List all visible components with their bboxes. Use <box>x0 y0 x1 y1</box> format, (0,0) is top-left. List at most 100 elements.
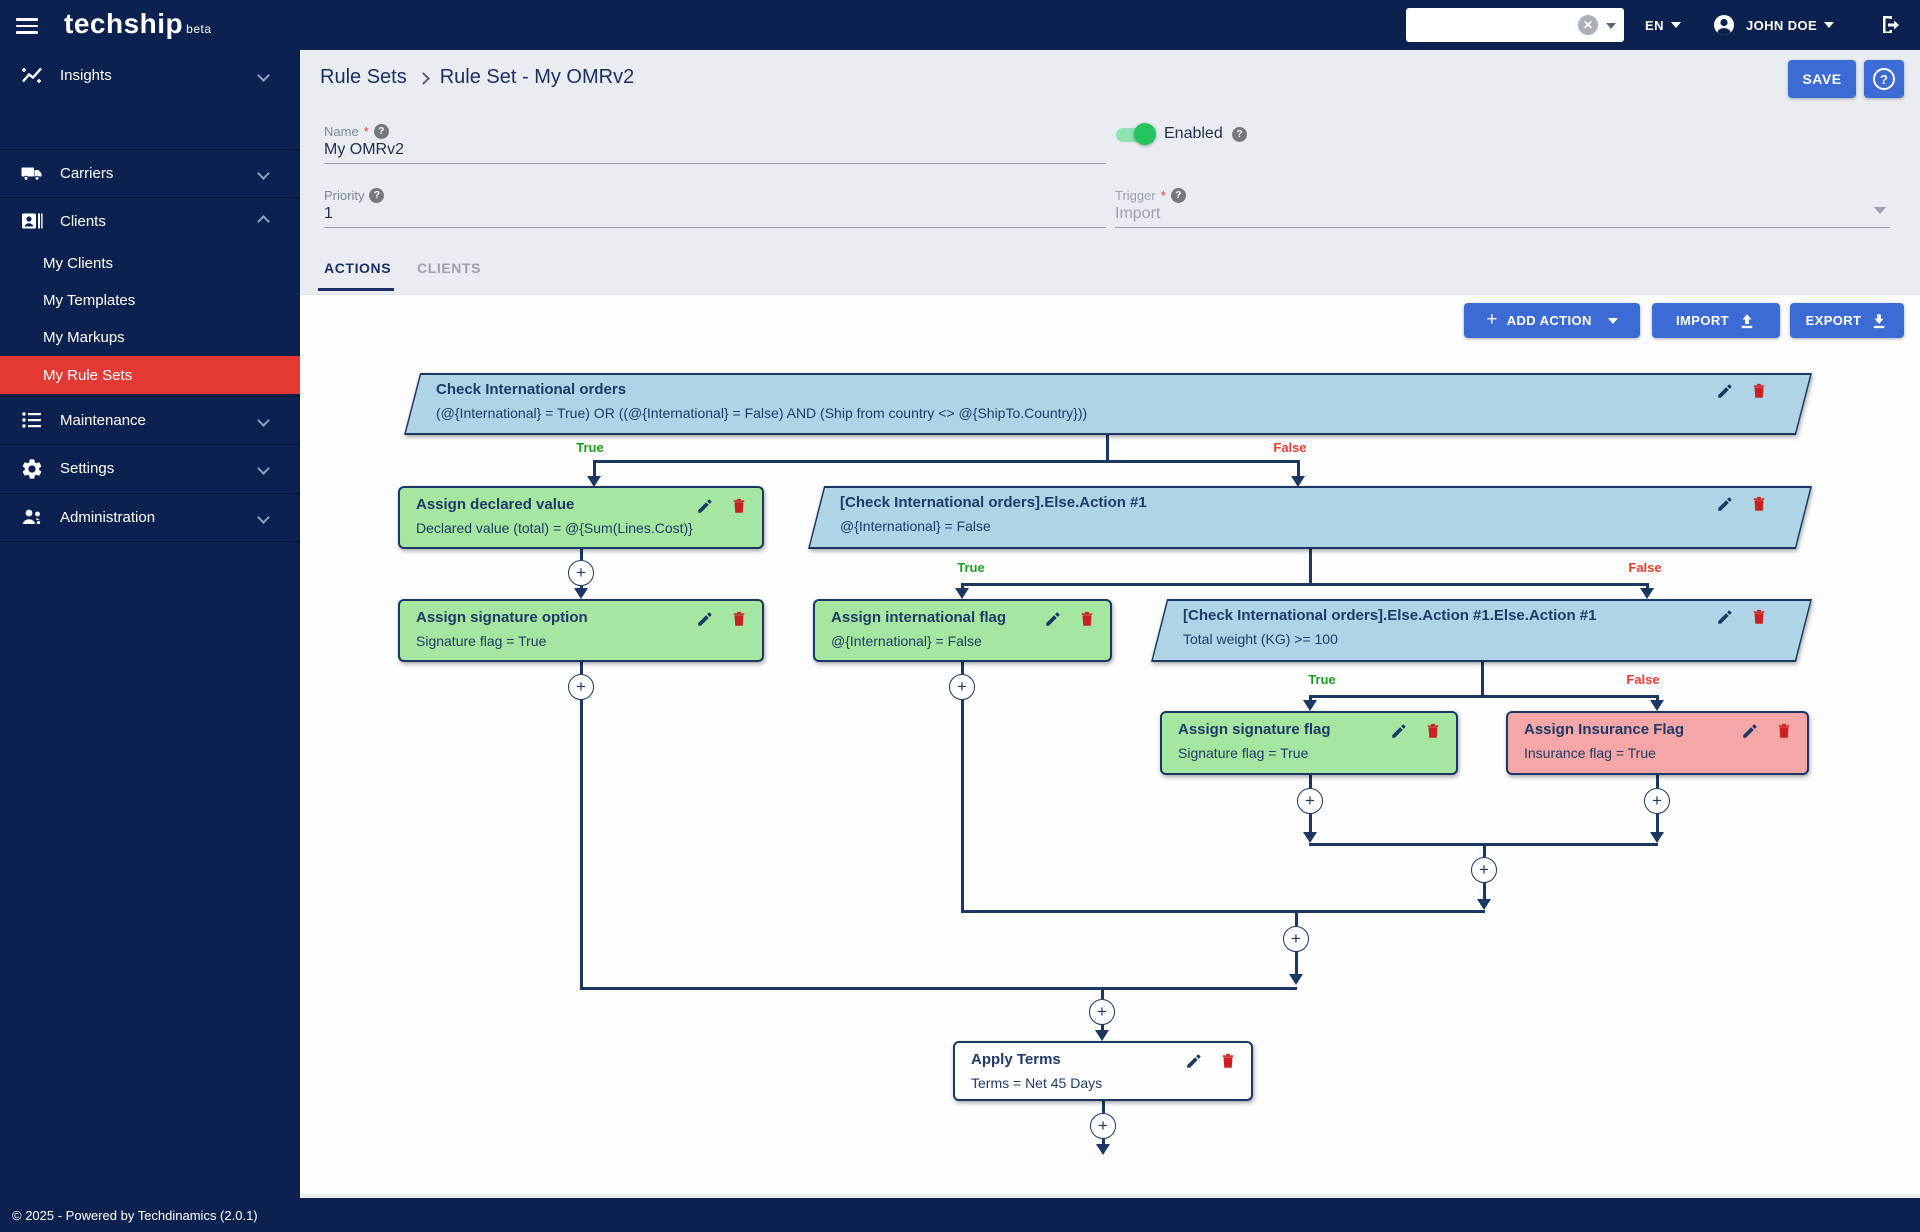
flow-node-assign-international-flag[interactable]: Assign international flag @{Internationa… <box>813 599 1112 662</box>
delete-trash-icon[interactable] <box>1775 722 1793 740</box>
chevron-down-icon <box>257 462 270 475</box>
search-input[interactable] <box>1414 12 1574 38</box>
language-selector[interactable]: EN <box>1645 0 1681 50</box>
add-action-button[interactable]: + ADD ACTION <box>1464 303 1640 338</box>
flow-connector <box>1102 1139 1105 1145</box>
flow-node-condition-else-action-1[interactable]: [Check International orders].Else.Action… <box>808 486 1812 549</box>
flow-node-assign-declared-value[interactable]: Assign declared value Declared value (to… <box>398 486 764 549</box>
delete-trash-icon[interactable] <box>1750 608 1768 626</box>
trigger-field-value[interactable]: Import <box>1115 205 1161 222</box>
export-button[interactable]: EXPORT <box>1790 303 1904 338</box>
chevron-down-icon <box>257 69 270 82</box>
sidebar-item-carriers[interactable]: Carriers <box>0 149 300 197</box>
node-title: Assign signature option <box>416 609 588 626</box>
name-field-underline <box>324 163 1106 164</box>
insert-action-button[interactable]: + <box>568 560 594 586</box>
flow-node-assign-insurance-flag[interactable]: Assign Insurance Flag Insurance flag = T… <box>1506 711 1809 775</box>
user-name-label: JOHN DOE <box>1746 17 1818 33</box>
edit-pencil-icon[interactable] <box>1044 610 1062 628</box>
flow-node-apply-terms[interactable]: Apply Terms Terms = Net 45 Days <box>953 1041 1253 1101</box>
copyright-text: © 2025 - Powered by Techdinamics (2.0.1) <box>12 1207 258 1223</box>
delete-trash-icon[interactable] <box>1750 382 1768 400</box>
breadcrumb-rule-sets[interactable]: Rule Sets <box>320 66 407 88</box>
sidebar-item-my-markups[interactable]: My Markups <box>0 319 300 356</box>
insert-action-button[interactable]: + <box>1471 857 1497 883</box>
flow-node-condition-else-else-action-1[interactable]: [Check International orders].Else.Action… <box>1151 599 1812 662</box>
flow-connector <box>1656 695 1659 702</box>
flow-connector <box>1656 814 1659 833</box>
node-title: [Check International orders].Else.Action… <box>1183 607 1597 624</box>
delete-trash-icon[interactable] <box>1750 495 1768 513</box>
edit-pencil-icon[interactable] <box>1716 608 1734 626</box>
sidebar-item-clients[interactable]: Clients <box>0 197 300 245</box>
sidebar-item-my-templates[interactable]: My Templates <box>0 282 300 319</box>
arrow-down-icon <box>574 588 588 599</box>
edit-pencil-icon[interactable] <box>1716 382 1734 400</box>
edit-pencil-icon[interactable] <box>696 610 714 628</box>
enabled-toggle-thumb[interactable] <box>1134 123 1156 145</box>
clear-search-icon[interactable]: ✕ <box>1578 15 1598 35</box>
sidebar-item-administration[interactable]: Administration <box>0 493 300 541</box>
help-icon[interactable]: ? <box>1232 127 1247 142</box>
flow-connector <box>1297 460 1300 478</box>
brand-beta-text: beta <box>186 22 212 36</box>
insert-action-button[interactable]: + <box>1283 926 1309 952</box>
tab-actions[interactable]: ACTIONS <box>324 260 392 276</box>
priority-field-value[interactable]: 1 <box>324 205 333 222</box>
insert-action-button[interactable]: + <box>1297 788 1323 814</box>
name-field-value[interactable]: My OMRv2 <box>324 141 404 158</box>
sidebar-item-insights[interactable]: Insights <box>0 52 300 99</box>
condition-shape-fill <box>810 488 1810 547</box>
delete-trash-icon[interactable] <box>1219 1052 1237 1070</box>
save-button[interactable]: SAVE <box>1788 60 1856 98</box>
edit-pencil-icon[interactable] <box>696 497 714 515</box>
branch-label-true: True <box>1308 672 1336 687</box>
flow-node-assign-signature-option[interactable]: Assign signature option Signature flag =… <box>398 599 764 662</box>
flow-node-condition-check-international-orders[interactable]: Check International orders (@{Internatio… <box>404 373 1812 435</box>
help-icon[interactable]: ? <box>369 188 385 203</box>
branch-label-true: True <box>957 560 985 575</box>
delete-trash-icon[interactable] <box>730 610 748 628</box>
flow-connector <box>961 583 1648 586</box>
insert-action-button[interactable]: + <box>1089 999 1115 1025</box>
node-subtitle: Insurance flag = True <box>1524 745 1656 761</box>
edit-pencil-icon[interactable] <box>1390 722 1408 740</box>
insert-action-button[interactable]: + <box>568 674 594 700</box>
node-title: Apply Terms <box>971 1051 1061 1068</box>
delete-trash-icon[interactable] <box>1424 722 1442 740</box>
upload-icon <box>1741 313 1753 328</box>
edit-pencil-icon[interactable] <box>1741 722 1759 740</box>
sidebar-subitem-label: My Rule Sets <box>43 366 133 384</box>
arrow-down-icon <box>1650 700 1664 711</box>
node-title: [Check International orders].Else.Action… <box>840 494 1147 511</box>
edit-pencil-icon[interactable] <box>1716 495 1734 513</box>
flow-connector <box>1481 662 1484 695</box>
flow-node-assign-signature-flag[interactable]: Assign signature flag Signature flag = T… <box>1160 711 1458 775</box>
sidebar-item-settings[interactable]: Settings <box>0 444 300 493</box>
insert-action-button[interactable]: + <box>949 674 975 700</box>
sidebar-item-my-clients[interactable]: My Clients <box>0 245 300 282</box>
flow-connector <box>1309 775 1312 788</box>
user-menu[interactable]: JOHN DOE <box>1712 0 1835 50</box>
flow-connector <box>1295 912 1298 926</box>
logout-icon[interactable] <box>1878 13 1904 37</box>
help-icon[interactable]: ? <box>373 124 389 139</box>
sidebar-item-my-rule-sets[interactable]: My Rule Sets <box>0 356 300 394</box>
import-button[interactable]: IMPORT <box>1652 303 1780 338</box>
priority-field-underline <box>324 227 1106 228</box>
edit-pencil-icon[interactable] <box>1185 1052 1203 1070</box>
insert-action-button[interactable]: + <box>1644 788 1670 814</box>
trigger-dropdown-caret-icon[interactable] <box>1874 207 1886 214</box>
chevron-down-icon <box>1824 22 1835 28</box>
chevron-right-icon <box>416 72 430 85</box>
insert-action-button[interactable]: + <box>1090 1113 1116 1139</box>
help-button[interactable]: ? <box>1864 60 1904 98</box>
delete-trash-icon[interactable] <box>730 497 748 515</box>
tab-clients[interactable]: CLIENTS <box>417 260 482 276</box>
search-caret-icon[interactable] <box>1606 23 1616 29</box>
hamburger-menu-icon[interactable] <box>16 14 40 36</box>
help-icon[interactable]: ? <box>1170 188 1186 203</box>
delete-trash-icon[interactable] <box>1078 610 1096 628</box>
sidebar-item-maintenance[interactable]: Maintenance <box>0 396 300 444</box>
